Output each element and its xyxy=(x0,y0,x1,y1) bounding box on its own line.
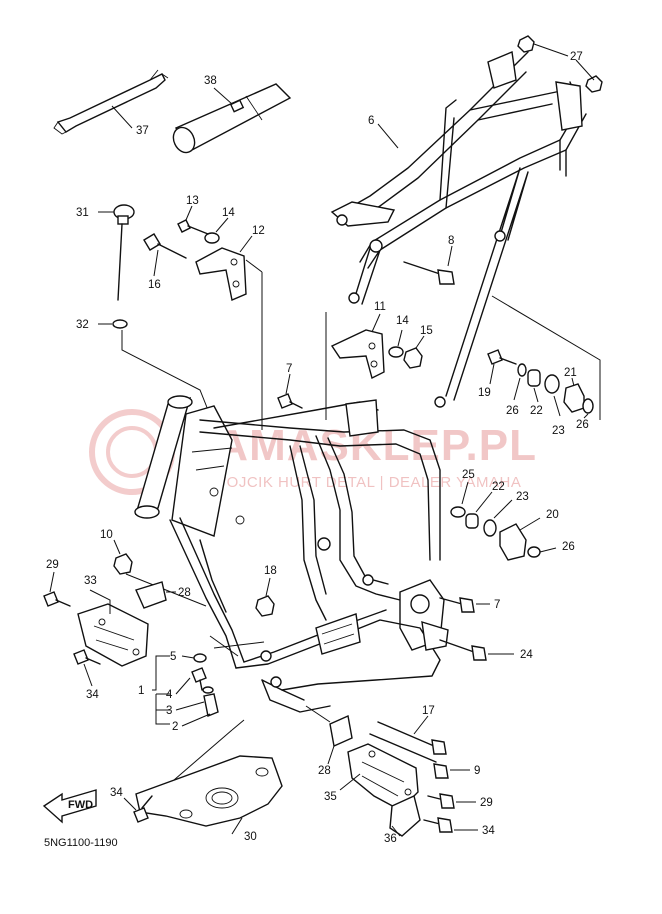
part-washer-26b xyxy=(582,398,594,414)
callout-7a: 7 xyxy=(286,363,292,375)
callout-5: 5 xyxy=(170,651,176,663)
part-washer-32 xyxy=(112,319,128,329)
part-collar-22a xyxy=(527,369,541,387)
part-main-frame xyxy=(134,395,449,713)
callout-9: 9 xyxy=(474,765,480,777)
callout-29a: 29 xyxy=(46,559,59,571)
part-bracket-11 xyxy=(330,329,385,380)
part-nut-10 xyxy=(113,553,133,575)
part-fitting-group-1 xyxy=(191,653,219,717)
callout-16: 16 xyxy=(148,279,161,291)
callout-30: 30 xyxy=(244,831,257,843)
fwd-label: FWD xyxy=(68,799,93,811)
callout-26b: 26 xyxy=(576,419,589,431)
part-bracket-12 xyxy=(195,247,247,301)
part-bolt-24 xyxy=(439,639,487,661)
part-washer-26a xyxy=(517,363,527,377)
part-skid-plate-30 xyxy=(135,755,283,827)
callout-14b: 14 xyxy=(396,315,409,327)
callout-34b: 34 xyxy=(110,787,123,799)
part-nut-15 xyxy=(403,347,423,369)
callout-23a: 23 xyxy=(552,425,565,437)
callout-27: 27 xyxy=(570,51,583,63)
callout-24: 24 xyxy=(520,649,533,661)
part-socket-wrench xyxy=(172,83,292,154)
callout-21: 21 xyxy=(564,367,577,379)
part-bolt-13 xyxy=(177,219,209,235)
callout-32: 32 xyxy=(76,319,89,331)
callout-28a: 28 xyxy=(178,587,191,599)
callout-36: 36 xyxy=(384,833,397,845)
callout-13: 13 xyxy=(186,195,199,207)
callout-26a: 26 xyxy=(506,405,519,417)
callout-29b: 29 xyxy=(480,797,493,809)
callout-1: 1 xyxy=(138,685,144,697)
part-collar-23a xyxy=(544,374,560,394)
watermark-tagline: WOJCIK HURT DETAL | DEALER YAMAHA xyxy=(212,474,521,491)
part-damper-21 xyxy=(563,383,585,413)
part-bolt-7b xyxy=(439,597,475,613)
part-engine-guard-33 xyxy=(77,603,149,667)
callout-22b: 22 xyxy=(492,481,505,493)
callout-3: 3 xyxy=(166,705,172,717)
part-bracket-28b xyxy=(329,714,353,748)
callout-labels: 37 38 6 27 31 32 13 14 12 16 8 11 14 15 … xyxy=(46,51,589,845)
callout-15: 15 xyxy=(420,325,433,337)
part-bracket-28a xyxy=(135,581,167,609)
callout-8: 8 xyxy=(448,235,454,247)
callout-2: 2 xyxy=(172,721,178,733)
callout-11: 11 xyxy=(374,301,386,313)
callout-34a: 34 xyxy=(86,689,99,701)
part-rear-subframe xyxy=(330,51,587,408)
part-bolt-34c xyxy=(423,817,453,833)
callout-19: 19 xyxy=(478,387,491,399)
part-bolt-34a xyxy=(73,649,101,665)
callout-37: 37 xyxy=(136,125,149,137)
part-bolt-29b xyxy=(427,793,455,809)
callout-22a: 22 xyxy=(530,405,543,417)
callout-31: 31 xyxy=(76,207,89,219)
part-bracket-36 xyxy=(389,795,421,837)
diagram-code: 5NG1100-1190 xyxy=(44,837,118,849)
callout-23b: 23 xyxy=(516,491,529,503)
callout-35: 35 xyxy=(324,791,337,803)
part-nut-27 xyxy=(517,35,603,93)
part-bolt-8 xyxy=(403,261,455,285)
part-washer-14a xyxy=(204,232,220,244)
part-bolt-16 xyxy=(143,233,187,259)
callout-38: 38 xyxy=(204,75,217,87)
part-dipstick xyxy=(113,204,135,301)
callout-28b: 28 xyxy=(318,765,331,777)
part-damper-20 xyxy=(499,523,527,561)
callout-20: 20 xyxy=(546,509,559,521)
callout-34c: 34 xyxy=(482,825,495,837)
part-washer-14b xyxy=(388,346,404,358)
callout-7b: 7 xyxy=(494,599,500,611)
part-washer-25 xyxy=(450,506,466,518)
part-bolt-34b xyxy=(133,795,153,823)
callout-14a: 14 xyxy=(222,207,235,219)
fwd-arrow-icon: FWD xyxy=(42,789,97,824)
callout-10: 10 xyxy=(100,529,113,541)
callout-26c: 26 xyxy=(562,541,575,553)
part-bolt-29a xyxy=(43,591,71,607)
part-collar-22b xyxy=(465,513,479,529)
part-bolt-19 xyxy=(487,349,517,365)
callout-33: 33 xyxy=(84,575,97,587)
callout-17: 17 xyxy=(422,705,435,717)
callout-6: 6 xyxy=(368,115,374,127)
part-bolt-17 xyxy=(377,721,447,755)
part-washer-26c xyxy=(527,546,541,558)
callout-25: 25 xyxy=(462,469,475,481)
part-bolt-9 xyxy=(369,733,449,779)
part-nut-18 xyxy=(255,595,275,617)
callout-4: 4 xyxy=(166,689,173,701)
part-collar-23b xyxy=(483,519,497,537)
part-spanner xyxy=(53,69,169,135)
part-bolt-7a xyxy=(277,393,303,409)
callout-18: 18 xyxy=(264,565,277,577)
callout-12: 12 xyxy=(252,225,265,237)
